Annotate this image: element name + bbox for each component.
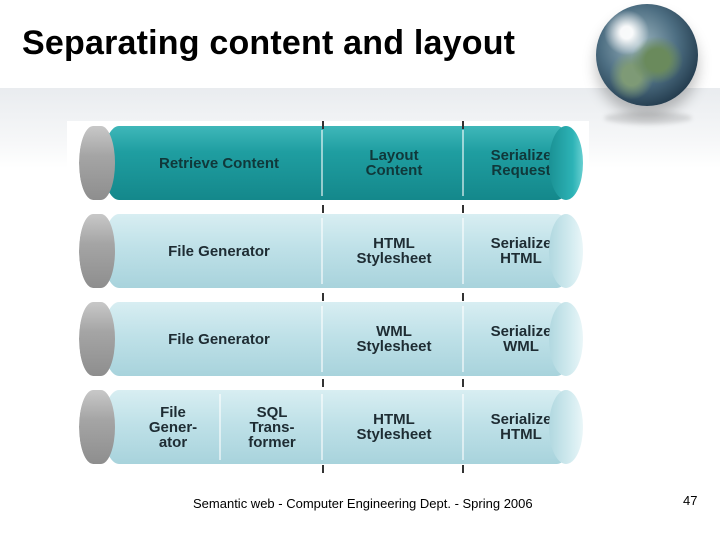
row-2-step-1: File Generator (168, 242, 270, 260)
row-1-step-3: Serialize Request (490, 147, 552, 179)
pipeline-cylinder: File Generator HTML Stylesheet Serialize… (79, 214, 579, 288)
cylinder-cap (549, 390, 583, 464)
row-3-step-3: Serialize WML (490, 323, 552, 355)
stage-tick (462, 293, 464, 301)
segment-divider (462, 306, 464, 372)
row-3-step-1: File Generator (168, 330, 270, 348)
segment-divider (321, 306, 323, 372)
pipeline-cylinder: Retrieve Content Layout Content Serializ… (79, 126, 579, 200)
row-2-step-2: HTML Stylesheet (356, 235, 432, 267)
row-2-step-3: Serialize HTML (490, 235, 552, 267)
row-1-step-2: Layout Content (365, 147, 423, 179)
cylinder-cap (549, 214, 583, 288)
globe-shadow (604, 112, 692, 124)
cylinder-body (103, 214, 573, 288)
stage-tick (322, 293, 324, 301)
slide-footer: Semantic web - Computer Engineering Dept… (193, 496, 533, 511)
stage-tick (462, 121, 464, 129)
row-4-step-3: Serialize HTML (490, 411, 552, 443)
segment-divider (462, 218, 464, 284)
segment-divider (462, 394, 464, 460)
segment-divider (219, 394, 221, 460)
row-4-step-1a: File Gener- ator (148, 403, 198, 451)
stage-tick (322, 121, 324, 129)
row-3-step-2: WML Stylesheet (356, 323, 432, 355)
stage-tick (322, 379, 324, 387)
cylinder-body (103, 302, 573, 376)
cylinder-cap (549, 126, 583, 200)
cylinder-cap (549, 302, 583, 376)
globe-image (596, 4, 698, 106)
stage-tick (322, 465, 324, 473)
cylinder-gray-end (79, 390, 115, 464)
row-4-step-2: HTML Stylesheet (356, 411, 432, 443)
cylinder-gray-end (79, 214, 115, 288)
row-4-step-1b: SQL Trans- former (248, 403, 296, 451)
pipeline-row-1: Retrieve Content Layout Content Serializ… (79, 126, 587, 200)
slide-title: Separating content and layout (22, 24, 516, 62)
cylinder-gray-end (79, 126, 115, 200)
pipeline-diagram: Retrieve Content Layout Content Serializ… (67, 121, 589, 474)
row-1-step-1: Retrieve Content (158, 154, 280, 172)
pipeline-row-4: File Gener- ator SQL Trans- former HTML … (79, 390, 587, 464)
segment-divider (321, 130, 323, 196)
cylinder-gray-end (79, 302, 115, 376)
segment-divider (321, 394, 323, 460)
stage-tick (322, 205, 324, 213)
cylinder-body (103, 126, 573, 200)
cylinder-body (103, 390, 573, 464)
segment-divider (462, 130, 464, 196)
stage-tick (462, 465, 464, 473)
pipeline-row-2: File Generator HTML Stylesheet Serialize… (79, 214, 587, 288)
pipeline-cylinder: File Gener- ator SQL Trans- former HTML … (79, 390, 579, 464)
segment-divider (321, 218, 323, 284)
pipeline-row-3: File Generator WML Stylesheet Serialize … (79, 302, 587, 376)
page-number: 47 (683, 493, 698, 508)
stage-tick (462, 379, 464, 387)
stage-tick (462, 205, 464, 213)
pipeline-cylinder: File Generator WML Stylesheet Serialize … (79, 302, 579, 376)
